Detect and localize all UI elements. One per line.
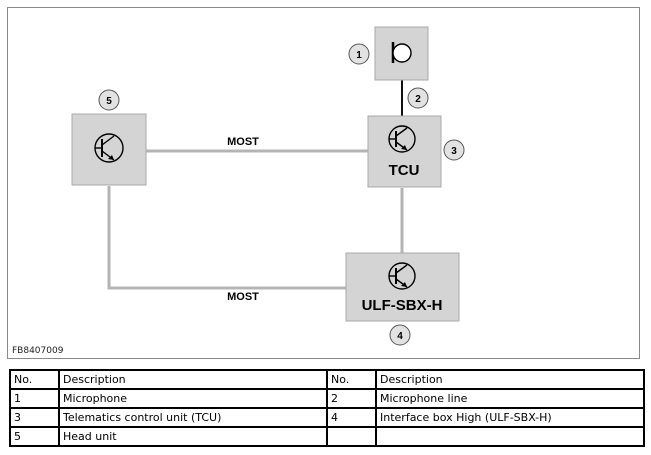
microphone-icon <box>391 42 412 63</box>
callout-1: 1 <box>348 43 370 65</box>
callout-number: 5 <box>106 96 112 107</box>
legend-description: Head unit <box>58 426 328 447</box>
callout-number: 2 <box>415 94 421 105</box>
head-unit-box <box>71 113 147 186</box>
tcu-box: TCU <box>367 115 442 188</box>
legend-no: 4 <box>326 407 377 428</box>
transistor-icon <box>388 125 416 153</box>
callout-number: 1 <box>356 50 362 61</box>
legend-row: 3 Telematics control unit (TCU) 4 Interf… <box>9 407 645 428</box>
legend-description: Telematics control unit (TCU) <box>58 407 328 428</box>
legend-description: Interface box High (ULF-SBX-H) <box>375 407 645 428</box>
most-label-top: MOST <box>227 136 259 148</box>
legend-no: 3 <box>9 407 60 428</box>
legend-header-description: Description <box>375 369 645 390</box>
diagram-figure: TCU ULF-SBX-H MOST MOST <box>7 7 640 359</box>
callout-2: 2 <box>407 87 429 109</box>
figure-id: FB8407009 <box>12 346 64 356</box>
legend-description: Microphone line <box>375 388 645 409</box>
most-line-bottom <box>107 186 346 290</box>
callout-number: 4 <box>397 331 403 342</box>
legend-no <box>326 426 377 447</box>
legend-table: No. Description No. Description 1 Microp… <box>9 369 645 447</box>
callout-5: 5 <box>98 89 120 111</box>
legend-no: 2 <box>326 388 377 409</box>
legend-header-description: Description <box>58 369 328 390</box>
callout-number: 3 <box>451 146 457 157</box>
callout-3: 3 <box>443 139 465 161</box>
ulf-box: ULF-SBX-H <box>345 252 460 322</box>
legend-no: 5 <box>9 426 60 447</box>
legend-header-no: No. <box>326 369 377 390</box>
diagram-canvas: TCU ULF-SBX-H MOST MOST <box>71 26 465 346</box>
transistor-icon <box>388 262 416 290</box>
most-label-bottom: MOST <box>227 291 259 303</box>
legend-header-no: No. <box>9 369 60 390</box>
legend-description <box>375 426 645 447</box>
tcu-label: TCU <box>389 162 420 179</box>
legend-row: 5 Head unit <box>9 426 645 447</box>
legend-no: 1 <box>9 388 60 409</box>
legend-header-row: No. Description No. Description <box>9 369 645 390</box>
legend-description: Microphone <box>58 388 328 409</box>
transistor-icon <box>94 133 124 163</box>
callout-4: 4 <box>389 324 411 346</box>
legend-row: 1 Microphone 2 Microphone line <box>9 388 645 409</box>
ulf-label: ULF-SBX-H <box>362 297 443 314</box>
microphone-box <box>374 26 429 81</box>
